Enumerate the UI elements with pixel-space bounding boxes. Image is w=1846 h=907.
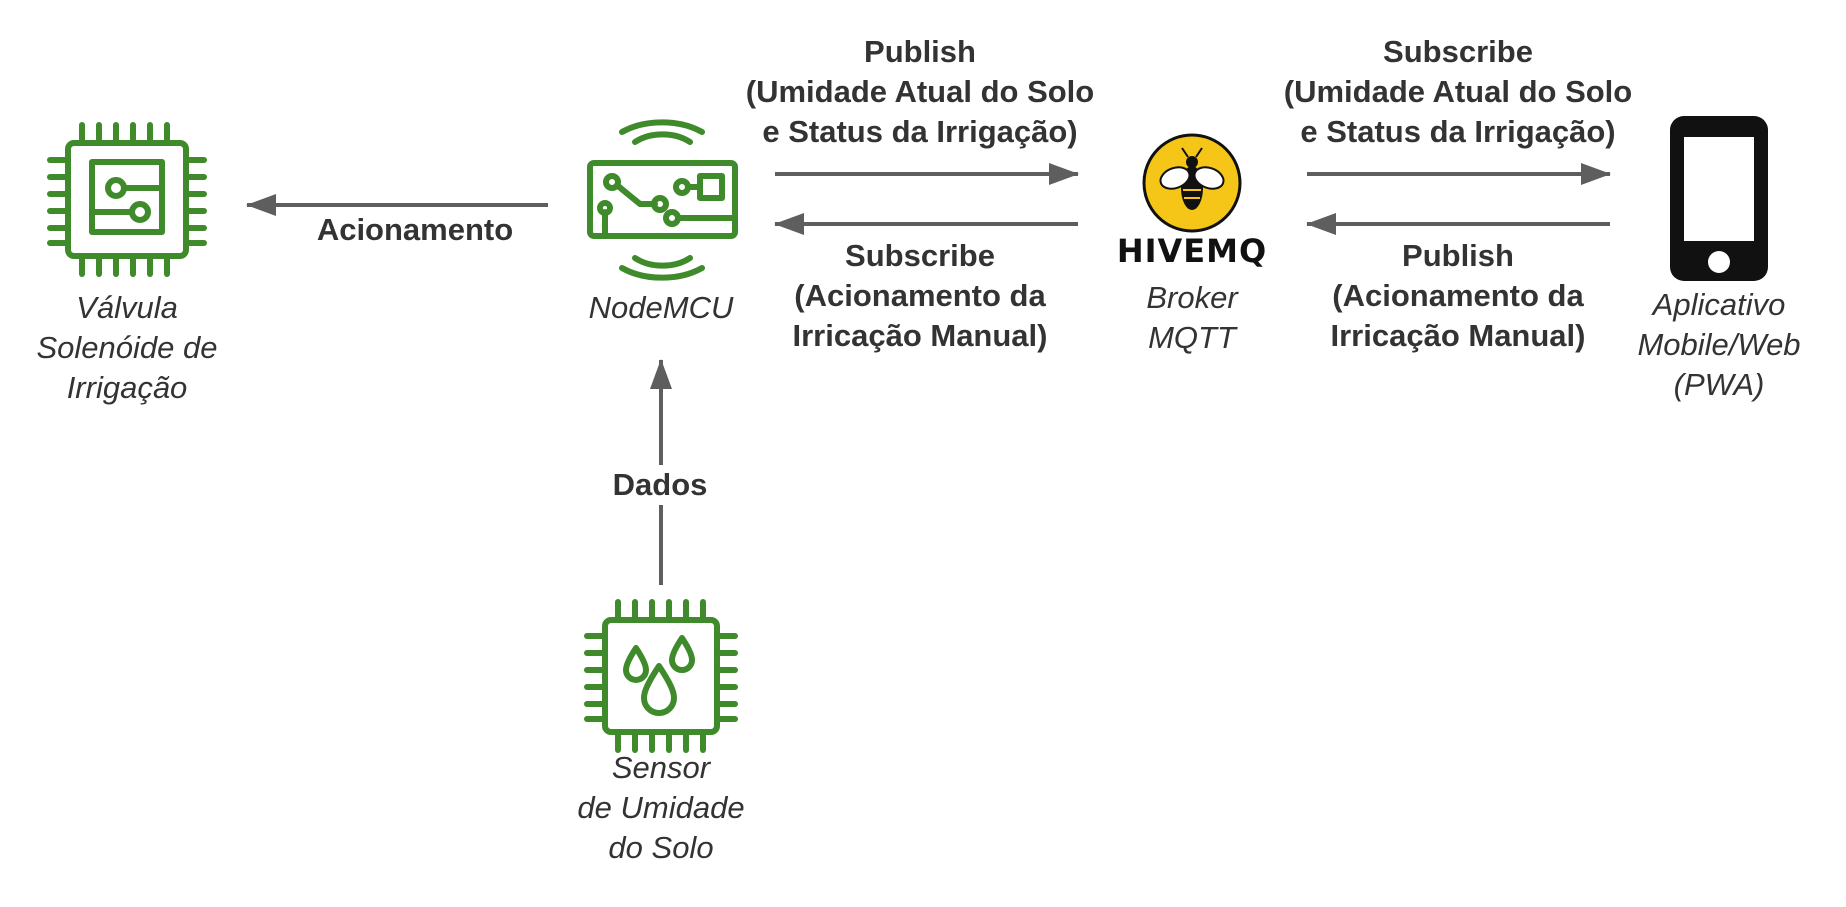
app-label-line-2: Mobile/Web xyxy=(1637,327,1801,362)
edge-label-nodemcu-subscribe-line-3: Irricação Manual) xyxy=(792,318,1048,353)
valve-label: Válvula Solenóide de Irrigação xyxy=(0,288,254,408)
nodemcu-label: NodeMCU xyxy=(561,288,761,328)
sensor-label-line-2: de Umidade xyxy=(577,790,745,825)
hivemq-logo-text: HIVEMQ xyxy=(1116,232,1268,270)
sensor-label-line-1: Sensor xyxy=(611,750,711,785)
humidity-chip-icon xyxy=(584,599,738,753)
app-label: Aplicativo Mobile/Web (PWA) xyxy=(1609,285,1829,405)
edge-label-acionamento-line-1: Acionamento xyxy=(316,212,514,247)
edge-label-nodemcu-subscribe: Subscribe (Acionamento da Irricação Manu… xyxy=(720,236,1120,356)
broker-label-line-2: MQTT xyxy=(1148,320,1236,355)
edge-label-nodemcu-publish-line-3: e Status da Irrigação) xyxy=(762,114,1078,149)
circuit-chip-icon xyxy=(47,122,207,277)
edge-label-app-publish-line-3: Irricação Manual) xyxy=(1330,318,1586,353)
edge-label-acionamento: Acionamento xyxy=(290,210,540,250)
edge-label-app-subscribe: Subscribe (Umidade Atual do Solo e Statu… xyxy=(1258,32,1658,152)
edge-label-nodemcu-publish-line-1: Publish xyxy=(864,34,976,69)
edge-label-app-subscribe-line-1: Subscribe xyxy=(1383,34,1533,69)
edge-label-dados-line-1: Dados xyxy=(612,467,708,502)
edge-label-nodemcu-subscribe-line-2: (Acionamento da xyxy=(794,278,1046,313)
edge-label-app-subscribe-line-3: e Status da Irrigação) xyxy=(1300,114,1616,149)
sensor-label: Sensor de Umidade do Solo xyxy=(541,748,781,868)
edge-label-app-subscribe-line-2: (Umidade Atual do Solo xyxy=(1283,74,1633,109)
nodemcu-label-line-1: NodeMCU xyxy=(588,290,734,325)
app-label-line-1: Aplicativo xyxy=(1652,287,1786,322)
smartphone-icon xyxy=(1670,116,1768,281)
valve-label-line-3: Irrigação xyxy=(66,370,188,405)
edge-label-app-publish-line-2: (Acionamento da xyxy=(1332,278,1584,313)
valve-label-line-2: Solenóide de xyxy=(36,330,218,365)
app-label-line-3: (PWA) xyxy=(1673,367,1765,402)
edge-label-app-publish: Publish (Acionamento da Irricação Manual… xyxy=(1258,236,1658,356)
broker-label: Broker MQTT xyxy=(1112,278,1272,358)
edge-label-nodemcu-subscribe-line-1: Subscribe xyxy=(845,238,995,273)
broker-label-line-1: Broker xyxy=(1146,280,1238,315)
edge-label-app-publish-line-1: Publish xyxy=(1402,238,1514,273)
edge-label-dados: Dados xyxy=(580,465,740,505)
edge-label-nodemcu-publish: Publish (Umidade Atual do Solo e Status … xyxy=(720,32,1120,152)
edge-label-nodemcu-publish-line-2: (Umidade Atual do Solo xyxy=(745,74,1095,109)
nodemcu-board-icon xyxy=(587,119,738,281)
valve-label-line-1: Válvula xyxy=(76,290,178,325)
hivemq-bee-icon xyxy=(1142,133,1242,233)
sensor-label-line-3: do Solo xyxy=(608,830,714,865)
